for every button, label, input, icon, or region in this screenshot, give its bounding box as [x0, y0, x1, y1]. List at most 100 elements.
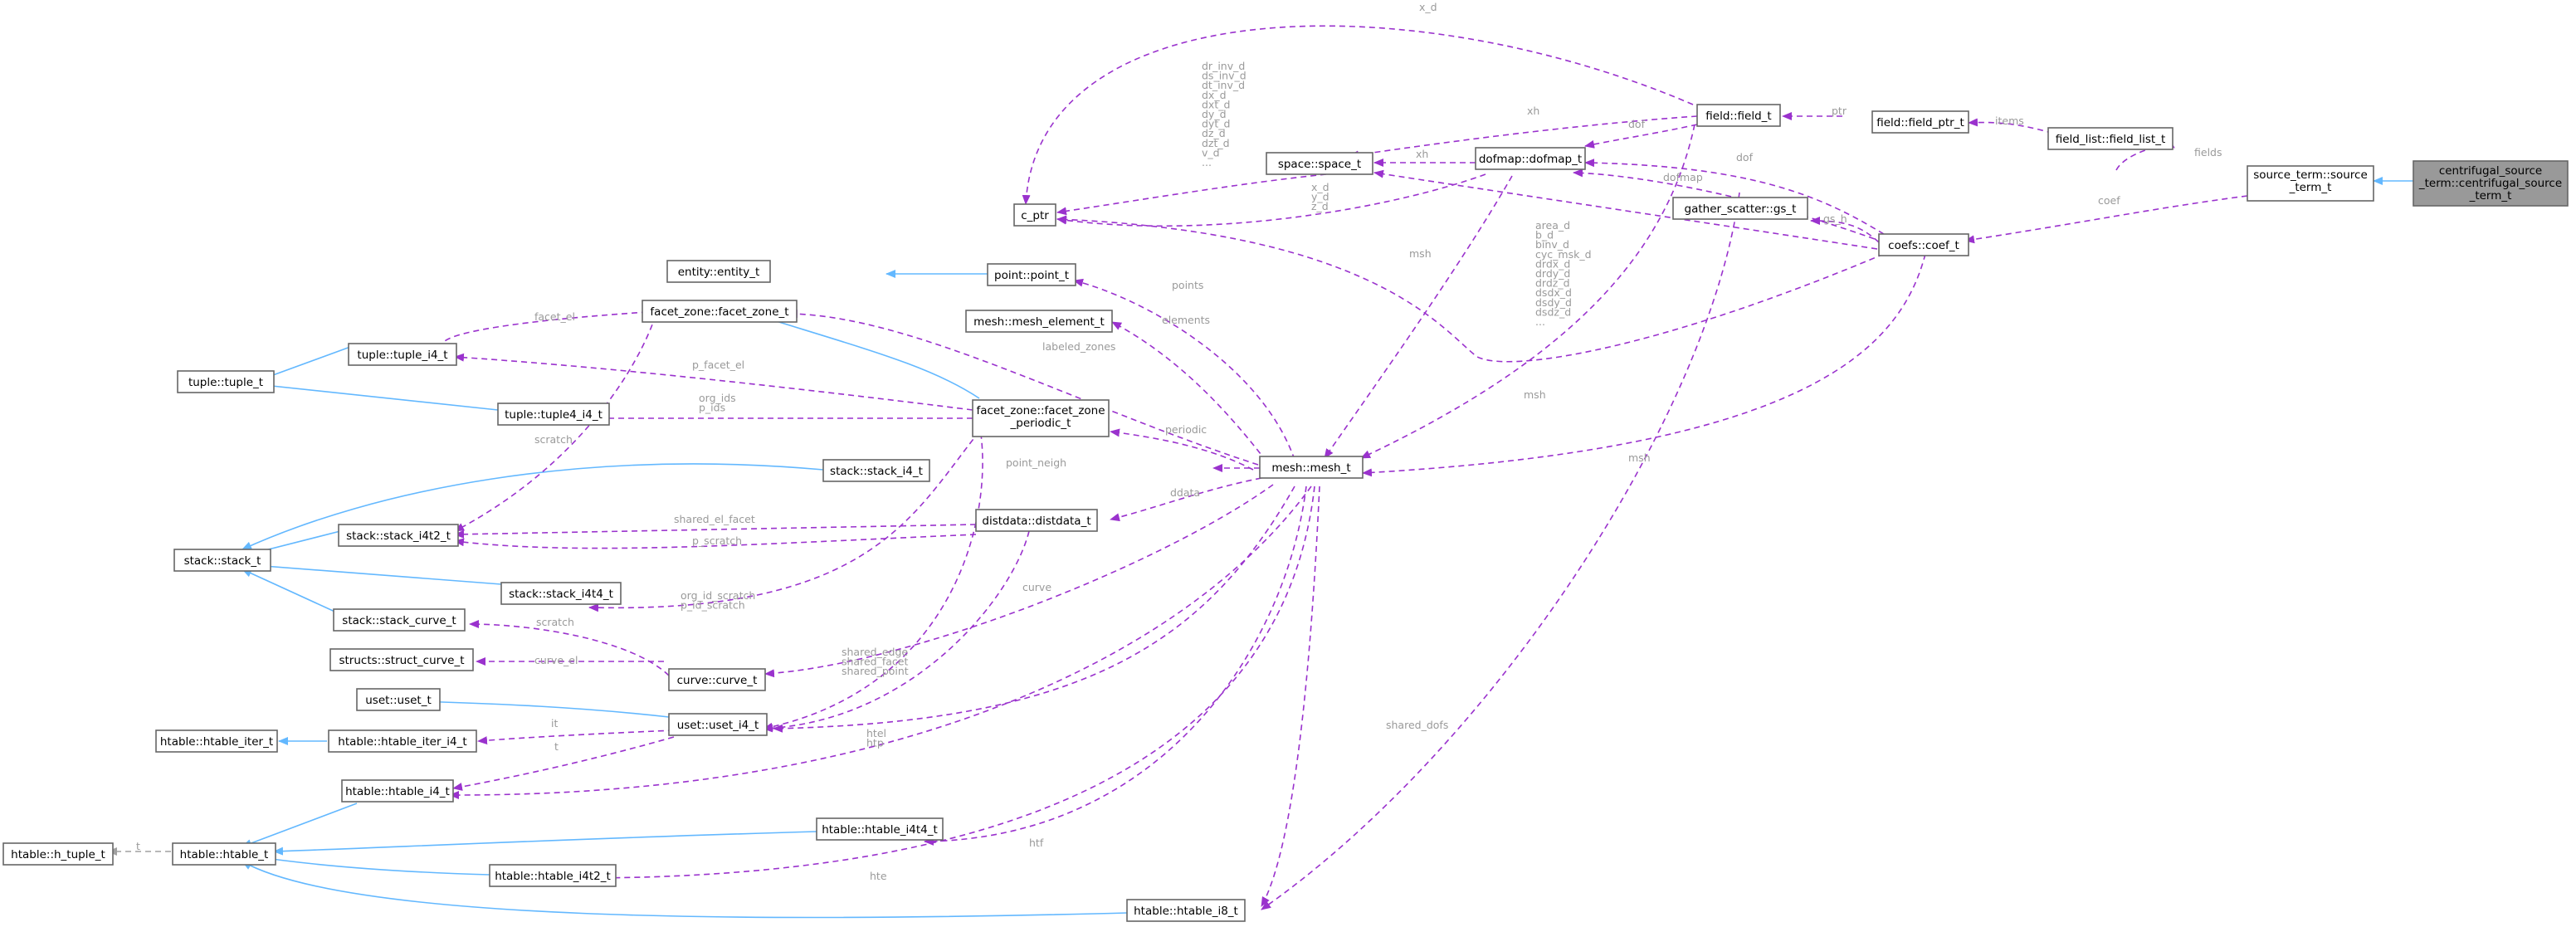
edge-label-facet-el: facet_el	[534, 310, 575, 323]
edge-label-htf: htf	[1029, 837, 1044, 849]
node-stack[interactable]: stack::stack_t	[173, 549, 271, 572]
svg-text:stack::stack_curve_t: stack::stack_curve_t	[342, 614, 456, 627]
node-stack-curve[interactable]: stack::stack_curve_t	[333, 608, 466, 632]
node-struct-curve[interactable]: structs::struct_curve_t	[329, 648, 474, 671]
svg-text:htable::htable_i4t2_t: htable::htable_i4t2_t	[495, 870, 611, 883]
svg-text:space::space_t: space::space_t	[1278, 158, 1361, 171]
node-htable[interactable]: htable::htable_t	[172, 842, 276, 866]
edge-label-dof-coef: dof	[1736, 151, 1754, 163]
node-mesh-element[interactable]: mesh::mesh_element_t	[965, 310, 1113, 333]
node-distdata[interactable]: distdata::distdata_t	[975, 509, 1098, 532]
svg-text:structs::struct_curve_t: structs::struct_curve_t	[339, 654, 464, 667]
node-htable-i4t2[interactable]: htable::htable_i4t2_t	[489, 864, 617, 887]
svg-text:stack::stack_i4t4_t: stack::stack_i4t4_t	[509, 588, 613, 601]
svg-text:distdata::distdata_t: distdata::distdata_t	[982, 515, 1090, 528]
svg-text:stack::stack_i4t2_t: stack::stack_i4t2_t	[346, 529, 451, 543]
node-h-tuple[interactable]: htable::h_tuple_t	[2, 842, 114, 866]
node-stack-i4t2[interactable]: stack::stack_i4t2_t	[338, 524, 459, 547]
svg-text:htable::htable_i8_t: htable::htable_i8_t	[1134, 905, 1238, 918]
svg-text:field::field_t: field::field_t	[1705, 110, 1771, 123]
edge-label-curve: curve	[1022, 581, 1051, 593]
node-point[interactable]: point::point_t	[987, 263, 1076, 286]
edge-label-p-scratch: p_scratch	[692, 534, 742, 547]
svg-text:centrifugal_source_term::centr: centrifugal_source_term::centrifugal_sou…	[2418, 164, 2562, 202]
node-htable-i4[interactable]: htable::htable_i4_t	[341, 779, 454, 803]
node-dofmap[interactable]: dofmap::dofmap_t	[1475, 147, 1586, 170]
node-htable-i4t4[interactable]: htable::htable_i4t4_t	[816, 817, 944, 841]
edge-label-dofmap-coef: dofmap	[1663, 171, 1703, 183]
node-tuple[interactable]: tuple::tuple_t	[177, 370, 275, 393]
node-entity[interactable]: entity::entity_t	[666, 260, 771, 283]
edge-label-t: t	[554, 740, 559, 753]
edge-label-x_d: x_d	[1419, 1, 1437, 13]
edge-label-shared-el-facet: shared_el_facet	[674, 513, 755, 525]
node-coefs[interactable]: coefs::coef_t	[1878, 233, 1969, 256]
node-tuple4-i4[interactable]: tuple::tuple4_i4_t	[497, 403, 610, 426]
node-mesh[interactable]: mesh::mesh_t	[1259, 456, 1364, 479]
node-field[interactable]: field::field_t	[1696, 104, 1781, 127]
edge-label-msh-field: msh	[1524, 388, 1546, 401]
svg-text:tuple::tuple_t: tuple::tuple_t	[188, 376, 263, 389]
svg-text:stack::stack_i4_t: stack::stack_i4_t	[830, 465, 923, 478]
edge-label-dof-field: dof	[1628, 118, 1646, 130]
edge-label-points: points	[1172, 279, 1203, 291]
edge-label-coef: coef	[2098, 194, 2120, 207]
svg-text:htable::htable_t: htable::htable_t	[180, 848, 269, 861]
svg-text:facet_zone::facet_zone_t: facet_zone::facet_zone_t	[650, 305, 788, 319]
svg-text:mesh::mesh_t: mesh::mesh_t	[1271, 461, 1350, 475]
edge-label-items: items	[1995, 115, 2024, 127]
edge-label-template-t: t	[136, 840, 140, 852]
svg-text:field::field_ptr_t: field::field_ptr_t	[1876, 116, 1964, 129]
svg-text:htable::htable_iter_t: htable::htable_iter_t	[160, 735, 273, 749]
svg-text:stack::stack_t: stack::stack_t	[184, 554, 261, 568]
svg-text:point::point_t: point::point_t	[994, 269, 1069, 282]
edge-label-gs-h: gs_h	[1823, 212, 1847, 225]
edge-label-elements: elements	[1162, 314, 1210, 326]
svg-text:htable::htable_i4t4_t: htable::htable_i4t4_t	[822, 823, 938, 837]
node-centrifugal-source-term[interactable]: centrifugal_source_term::centrifugal_sou…	[2413, 160, 2569, 207]
node-curve[interactable]: curve::curve_t	[668, 668, 766, 691]
edge-label-msh-dofmap: msh	[1409, 247, 1432, 260]
node-htable-i8[interactable]: htable::htable_i8_t	[1126, 899, 1246, 922]
edge-label-xh-field: xh	[1527, 105, 1539, 117]
edge-label-scratch-curve: scratch	[536, 616, 574, 628]
node-stack-i4[interactable]: stack::stack_i4_t	[822, 459, 930, 482]
node-uset-i4[interactable]: uset::uset_i4_t	[668, 713, 768, 736]
edge-label-periodic: periodic	[1165, 423, 1207, 436]
node-facet-zone[interactable]: facet_zone::facet_zone_t	[642, 300, 798, 323]
svg-text:source_term::source_term_t: source_term::source_term_t	[2253, 168, 2368, 194]
node-uset[interactable]: uset::uset_t	[356, 688, 441, 711]
edge-label-xh-dofmap: xh	[1416, 148, 1428, 160]
svg-text:c_ptr: c_ptr	[1021, 209, 1049, 222]
node-htable-iter[interactable]: htable::htable_iter_t	[155, 729, 278, 753]
node-stack-i4t4[interactable]: stack::stack_i4t4_t	[500, 582, 622, 605]
svg-text:coefs::coef_t: coefs::coef_t	[1888, 239, 1959, 252]
node-gather-scatter[interactable]: gather_scatter::gs_t	[1672, 197, 1808, 220]
node-tuple-i4[interactable]: tuple::tuple_i4_t	[348, 343, 457, 366]
node-field-list[interactable]: field_list::field_list_t	[2047, 127, 2174, 150]
node-space[interactable]: space::space_t	[1266, 152, 1373, 175]
edge-label-hte: hte	[870, 870, 887, 882]
svg-text:htable::htable_iter_i4_t: htable::htable_iter_i4_t	[338, 735, 466, 749]
edge-label-point-neigh: point_neigh	[1006, 456, 1066, 469]
svg-text:gather_scatter::gs_t: gather_scatter::gs_t	[1685, 202, 1797, 216]
svg-text:htable::htable_i4_t: htable::htable_i4_t	[345, 785, 450, 798]
node-field-ptr[interactable]: field::field_ptr_t	[1871, 110, 1969, 134]
svg-text:tuple::tuple4_i4_t: tuple::tuple4_i4_t	[505, 408, 603, 422]
node-htable-iter-i4[interactable]: htable::htable_iter_i4_t	[328, 729, 477, 753]
svg-text:uset::uset_i4_t: uset::uset_i4_t	[677, 719, 759, 732]
edge-label-ddata: ddata	[1170, 486, 1200, 499]
node-source-term[interactable]: source_term::source_term_t	[2247, 165, 2374, 202]
svg-text:tuple::tuple_i4_t: tuple::tuple_i4_t	[357, 349, 447, 362]
node-facet-zone-periodic[interactable]: facet_zone::facet_zone_periodic_t	[972, 399, 1110, 437]
svg-text:uset::uset_t: uset::uset_t	[365, 694, 432, 707]
node-c-ptr[interactable]: c_ptr	[1013, 203, 1056, 227]
edge-label-ptr: ptr	[1832, 105, 1847, 117]
